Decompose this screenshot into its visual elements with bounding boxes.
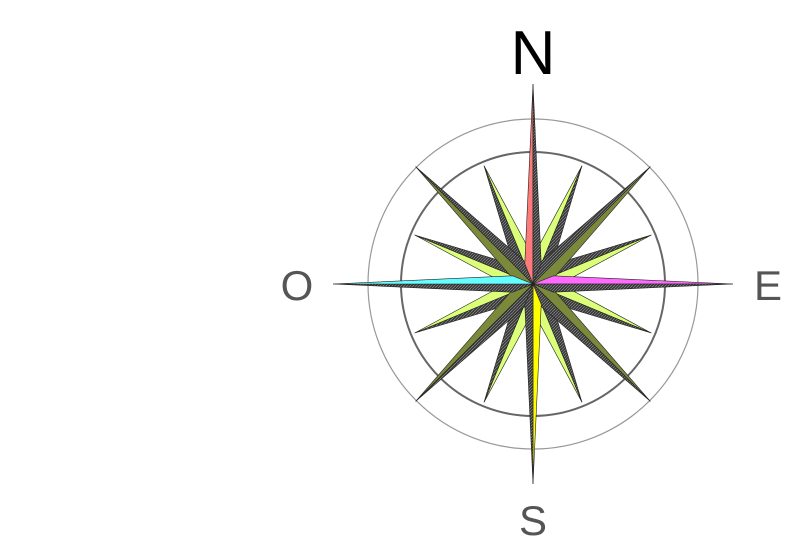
south-point-dark xyxy=(525,284,533,484)
east-label: E xyxy=(754,262,782,309)
north-point-dark xyxy=(533,84,541,284)
west-point-dark xyxy=(333,284,533,292)
cardinal-points xyxy=(333,84,733,484)
north-point-light xyxy=(525,84,533,284)
east-point-dark xyxy=(533,284,733,292)
west-point-light xyxy=(333,276,533,284)
south-point-light xyxy=(533,284,541,484)
south-label: S xyxy=(519,497,547,544)
west-label: O xyxy=(281,262,314,309)
east-point-light xyxy=(533,276,733,284)
north-label: N xyxy=(511,19,556,88)
